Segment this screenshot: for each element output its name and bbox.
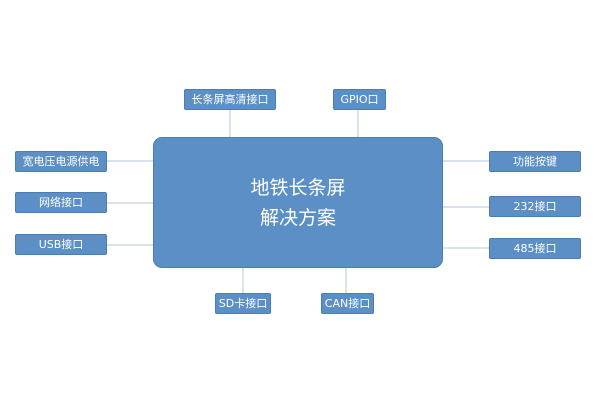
power-supply-box: 宽电压电源供电 bbox=[15, 151, 107, 172]
rs485-port-box: 485接口 bbox=[489, 238, 581, 259]
center-solution-box: 地铁长条屏 解决方案 bbox=[153, 137, 443, 268]
rs232-port-box: 232接口 bbox=[489, 196, 581, 217]
sd-card-port-box: SD卡接口 bbox=[215, 293, 271, 314]
center-title-line1: 地铁长条屏 bbox=[250, 176, 346, 199]
usb-port-box: USB接口 bbox=[15, 234, 107, 255]
center-title-line2: 解决方案 bbox=[259, 206, 336, 229]
hd-port-box: 长条屏高清接口 bbox=[184, 89, 276, 110]
can-port-box: CAN接口 bbox=[321, 293, 374, 314]
network-port-box: 网络接口 bbox=[15, 192, 107, 213]
gpio-port-box: GPIO口 bbox=[333, 89, 386, 110]
function-keys-box: 功能按键 bbox=[489, 151, 581, 172]
